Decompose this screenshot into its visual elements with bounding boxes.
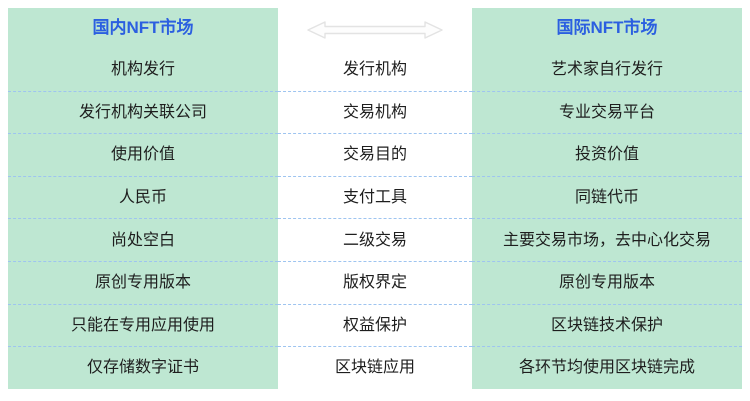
right-panel-title: 国际NFT市场 bbox=[472, 8, 742, 48]
right-panel-cell: 专业交易平台 bbox=[472, 90, 742, 134]
category-cell: 交易目的 bbox=[278, 133, 472, 176]
right-panel-cell: 主要交易市场，去中心化交易 bbox=[472, 218, 742, 261]
left-panel-cell: 原创专用版本 bbox=[8, 260, 278, 304]
left-panel-cell: 只能在专用应用使用 bbox=[8, 303, 278, 347]
right-panel-cell: 各环节均使用区块链完成 bbox=[472, 346, 742, 389]
category-cell: 版权界定 bbox=[278, 260, 472, 304]
left-panel-cell: 仅存储数字证书 bbox=[8, 346, 278, 389]
left-panel-cell: 尚处空白 bbox=[8, 218, 278, 261]
left-right-arrow-icon bbox=[307, 21, 443, 39]
right-panel-cell: 投资价值 bbox=[472, 133, 742, 176]
category-cell: 区块链应用 bbox=[278, 346, 472, 389]
right-panel-cell: 同链代币 bbox=[472, 175, 742, 219]
right-panel-cell: 艺术家自行发行 bbox=[472, 48, 742, 91]
category-cell: 发行机构 bbox=[278, 48, 472, 91]
category-cell: 支付工具 bbox=[278, 175, 472, 219]
right-panel-cell: 原创专用版本 bbox=[472, 260, 742, 304]
left-panel-cell: 使用价值 bbox=[8, 133, 278, 176]
left-panel-cell: 机构发行 bbox=[8, 48, 278, 91]
left-panel-cell: 人民币 bbox=[8, 175, 278, 219]
category-cell: 二级交易 bbox=[278, 218, 472, 261]
nft-market-comparison-table: 国内NFT市场 国际NFT市场 机构发行 发行机构 艺术家自行发行 发行机构关联… bbox=[8, 8, 742, 389]
arrow-cell bbox=[278, 8, 472, 48]
left-panel-title: 国内NFT市场 bbox=[8, 8, 278, 48]
category-cell: 交易机构 bbox=[278, 90, 472, 134]
left-panel-cell: 发行机构关联公司 bbox=[8, 90, 278, 134]
right-panel-cell: 区块链技术保护 bbox=[472, 303, 742, 347]
category-cell: 权益保护 bbox=[278, 303, 472, 347]
